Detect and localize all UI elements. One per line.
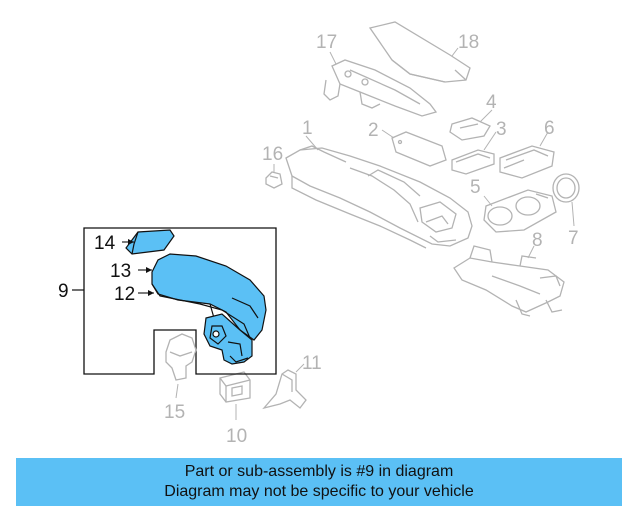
callout-17: 17	[316, 32, 337, 53]
callout-1: 1	[302, 118, 313, 139]
callout-11: 11	[302, 353, 322, 374]
leader-3	[483, 131, 497, 151]
part-2-pad[interactable]	[391, 131, 447, 167]
callout-7: 7	[568, 228, 579, 249]
part-11-support[interactable]	[262, 369, 307, 410]
part-10-box[interactable]	[219, 371, 251, 403]
part-13-armrest-lid[interactable]	[151, 253, 267, 341]
callout-18: 18	[458, 32, 479, 53]
part-14-pad[interactable]	[125, 229, 175, 255]
callout-13: 13	[110, 261, 131, 282]
arrow-13	[146, 267, 152, 273]
callout-8: 8	[532, 230, 543, 251]
leader-15	[175, 383, 179, 399]
leader-8	[527, 245, 535, 259]
callout-9: 9	[58, 281, 69, 302]
banner-line-2: Diagram may not be specific to your vehi…	[164, 483, 474, 500]
callout-16: 16	[262, 144, 283, 165]
callout-2: 2	[368, 120, 379, 141]
leader-18	[451, 47, 459, 57]
leader-6	[539, 131, 549, 147]
part-7-ring[interactable]	[552, 173, 580, 203]
part-8-bracket[interactable]	[453, 245, 565, 317]
callout-4: 4	[486, 92, 497, 113]
callout-15: 15	[164, 402, 185, 423]
part-5-cupholder[interactable]	[483, 189, 557, 233]
info-banner: Part or sub-assembly is #9 in diagram Di…	[16, 458, 622, 506]
callout-12: 12	[114, 284, 135, 305]
part-1-console[interactable]	[285, 145, 473, 249]
part-17-frame[interactable]	[323, 59, 438, 117]
part-4-plate[interactable]	[449, 117, 491, 141]
part-15-knob[interactable]	[165, 333, 197, 381]
callout-3: 3	[496, 119, 507, 140]
callout-6: 6	[544, 118, 555, 139]
part-6-tray[interactable]	[499, 145, 555, 179]
leader-4	[479, 109, 493, 123]
arrow-12	[148, 290, 154, 296]
leader-7	[571, 201, 575, 227]
leader-5	[483, 195, 493, 207]
callout-14: 14	[94, 233, 116, 254]
callout-5: 5	[470, 177, 481, 198]
leader-17	[329, 51, 337, 65]
part-18-cover[interactable]	[368, 21, 471, 83]
part-16-clip[interactable]	[265, 171, 283, 189]
callout-10: 10	[226, 426, 247, 447]
leader-11	[295, 363, 305, 373]
arrow-14	[128, 239, 134, 245]
exploded-parts-diagram: 18 17 2 4 3 6	[58, 21, 580, 447]
leader-1	[305, 135, 319, 151]
banner-line-1: Part or sub-assembly is #9 in diagram	[184, 463, 454, 480]
part-3-tray[interactable]	[451, 149, 495, 175]
leader-2	[381, 129, 395, 139]
part-9-base[interactable]	[203, 313, 253, 365]
assembly-9-outline	[83, 227, 277, 375]
